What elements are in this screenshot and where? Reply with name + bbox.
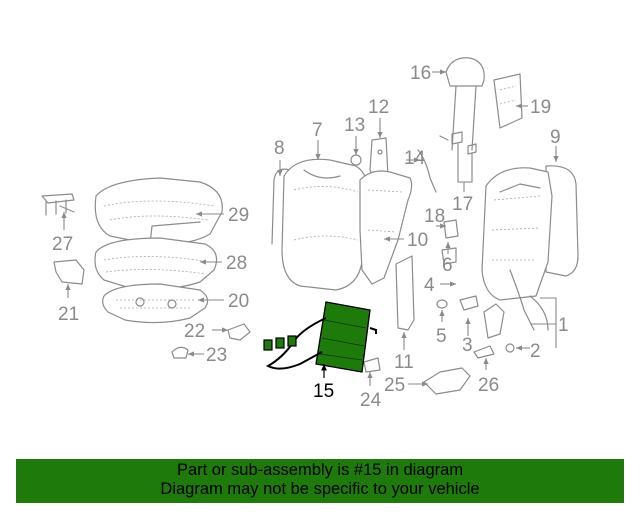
part-6-bracket <box>441 247 457 265</box>
part-10-back-panel <box>359 170 413 285</box>
part-24-clip <box>363 357 381 373</box>
callout-6: 6 <box>442 255 453 276</box>
callout-3: 3 <box>462 335 473 356</box>
part-5-grommet <box>436 299 448 309</box>
callout-15: 15 <box>313 381 334 402</box>
part-23-cap <box>171 346 189 359</box>
part-26-clip <box>473 345 495 359</box>
callout-10: 10 <box>407 230 428 251</box>
callout-20: 20 <box>228 291 249 312</box>
leader-lines <box>61 69 559 387</box>
callout-4: 4 <box>424 275 435 296</box>
callout-12: 12 <box>368 97 389 118</box>
callout-22: 22 <box>184 321 205 342</box>
part-28-cushion-pad <box>94 237 218 290</box>
callout-13: 13 <box>344 115 365 136</box>
part-14-rod <box>417 149 437 193</box>
part-2-clip <box>505 343 515 353</box>
part-25-bracket <box>423 367 471 395</box>
callout-9: 9 <box>550 127 561 148</box>
part-27-bracket <box>41 193 75 216</box>
part-19-bracket <box>493 73 523 129</box>
callout-27: 27 <box>52 234 73 255</box>
part-29-cushion-cover <box>94 177 223 245</box>
part-1-cable <box>509 269 549 331</box>
callout-14: 14 <box>404 148 426 169</box>
part-3-recliner <box>483 303 505 339</box>
callout-17: 17 <box>452 194 473 215</box>
part-7-back-cover <box>281 158 370 291</box>
banner-line-2: Diagram may not be specific to your vehi… <box>160 480 480 498</box>
callout-labels: 1 2 3 4 5 6 7 8 9 10 11 12 13 14 15 16 1… <box>52 63 569 411</box>
part-18-bracket <box>443 219 459 239</box>
callout-29: 29 <box>228 205 249 226</box>
info-banner: Part or sub-assembly is #15 in diagram D… <box>16 459 624 503</box>
part-20-seat-frame <box>102 283 209 324</box>
part-11-trim <box>395 255 415 331</box>
banner-line-1: Part or sub-assembly is #15 in diagram <box>176 461 464 479</box>
callout-24: 24 <box>360 390 382 411</box>
part-21-trim <box>53 259 85 285</box>
seat-parts-diagram: 1 2 3 4 5 6 7 8 9 10 11 12 13 14 15 16 1… <box>41 57 579 411</box>
part-9-back-frame <box>481 165 579 301</box>
callout-21: 21 <box>58 304 79 325</box>
callout-16: 16 <box>410 63 431 84</box>
part-15-heater-element <box>263 301 377 373</box>
callout-19: 19 <box>530 97 551 118</box>
part-17-guides <box>451 131 477 183</box>
callout-23: 23 <box>206 345 227 366</box>
part-22-clip <box>227 323 251 341</box>
callout-25: 25 <box>384 375 405 396</box>
callout-26: 26 <box>478 375 499 396</box>
part-4-lever <box>459 295 479 311</box>
callout-8: 8 <box>274 138 285 159</box>
callout-28: 28 <box>226 253 247 274</box>
callout-11: 11 <box>394 352 414 373</box>
part-16-headrest <box>439 57 485 151</box>
part-13-clip <box>350 154 362 166</box>
callout-2: 2 <box>530 341 541 362</box>
callout-5: 5 <box>436 326 447 347</box>
callout-7: 7 <box>312 120 323 141</box>
callout-1: 1 <box>558 315 569 336</box>
callout-18: 18 <box>424 206 445 227</box>
